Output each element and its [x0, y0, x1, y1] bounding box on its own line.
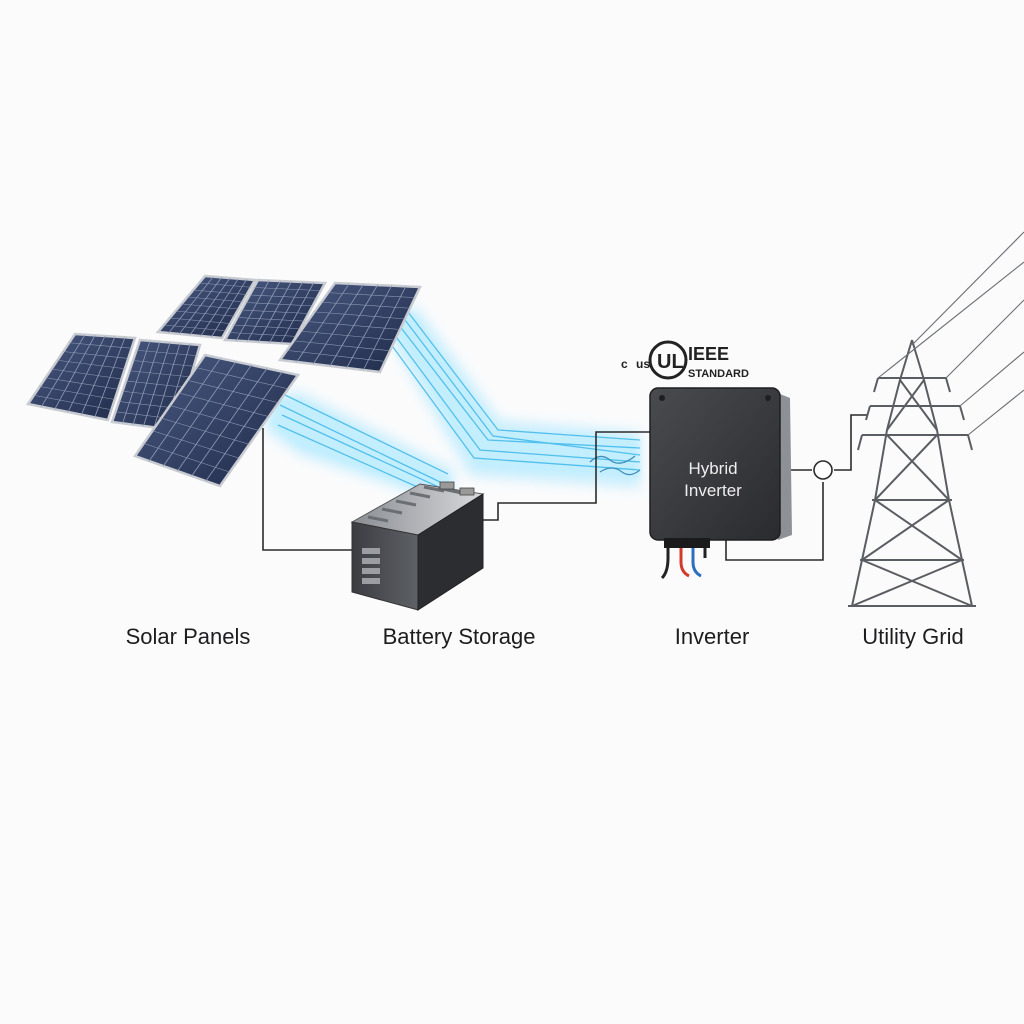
battery-terminal-icon — [459, 487, 475, 496]
power-lines — [877, 231, 1024, 436]
wiring — [262, 414, 868, 561]
solar-cell-gridline — [321, 301, 411, 309]
ul-small-right-text: us — [636, 357, 650, 371]
caption-battery-storage: Battery Storage — [382, 624, 536, 649]
inverter-label-line2: Inverter — [684, 481, 742, 500]
solar-cell-gridline — [152, 430, 240, 459]
solar-cell-gridline — [328, 292, 416, 298]
solar-cell-gridline — [237, 317, 305, 322]
standard-text: STANDARD — [688, 368, 749, 380]
battery-terminal-icon — [439, 481, 455, 490]
solar-cell-gridline — [178, 392, 269, 417]
solar-cell-gridline — [69, 342, 132, 349]
solar-cell-gridline — [199, 282, 251, 288]
solar-cell-gridline — [169, 405, 260, 431]
solar-cell-gridline — [196, 367, 289, 390]
solar-cell-gridline — [193, 289, 247, 295]
solar-cell-gridline — [33, 394, 112, 411]
solar-cell-gridline — [125, 380, 188, 388]
transmission-tower-icon — [848, 339, 976, 607]
solar-cell-gridline — [249, 294, 317, 299]
solar-cell-gridline — [169, 317, 231, 324]
solar-cell-gridline — [57, 359, 125, 370]
solar-cell-gridline — [245, 302, 313, 307]
certification-mark: UL c us IEEE STANDARD — [621, 340, 749, 380]
solar-cell-gridline — [300, 330, 396, 341]
caption-inverter: Inverter — [674, 624, 750, 649]
ul-small-left-text: c — [621, 357, 628, 371]
ul-mark-text: UL — [657, 351, 684, 373]
ul-logo-icon — [648, 340, 688, 380]
solar-cell-gridline — [187, 296, 243, 303]
inverter-label-line1: Hybrid — [688, 459, 737, 478]
solar-cell-gridline — [143, 443, 230, 473]
solar-cell-gridline — [163, 324, 227, 332]
solar-cell-gridline — [122, 390, 185, 399]
inverter-cable-connectors-icon — [660, 538, 710, 580]
solar-cell-gridline — [129, 370, 191, 378]
battery-level-icon — [362, 548, 380, 584]
energy-flow-lines — [277, 311, 641, 498]
solar-cell-gridline — [136, 349, 197, 356]
caption-solar-panels: Solar Panels — [125, 624, 251, 649]
battery-storage-unit — [350, 481, 485, 611]
solar-cell-gridline — [307, 321, 401, 330]
ieee-text: IEEE — [688, 344, 729, 364]
hybrid-inverter-device: Hybrid Inverter — [649, 387, 792, 580]
solar-cell-gridline — [229, 332, 297, 337]
solar-cell-gridline — [39, 386, 115, 400]
solar-cell-gridline — [51, 368, 122, 380]
solar-cell-gridline — [161, 417, 250, 445]
solar-cell-gridline — [187, 379, 279, 404]
solar-cell-gridline — [241, 309, 309, 314]
solar-cell-gridline — [233, 324, 301, 330]
solar-cell-gridline — [286, 350, 386, 362]
solar-cell-gridline — [253, 287, 321, 291]
solar-cell-gridline — [175, 310, 235, 317]
solar-cell-gridline — [63, 351, 129, 359]
grid-connection-node — [813, 460, 833, 480]
solar-cell-gridline — [181, 303, 239, 310]
caption-utility-grid: Utility Grid — [862, 624, 964, 649]
solar-cell-gridline — [45, 377, 119, 390]
solar-panel-array — [25, 274, 422, 488]
solar-cell-gridline — [132, 360, 194, 367]
solar-cell-gridline — [293, 340, 391, 352]
solar-cell-gridline — [314, 311, 406, 320]
